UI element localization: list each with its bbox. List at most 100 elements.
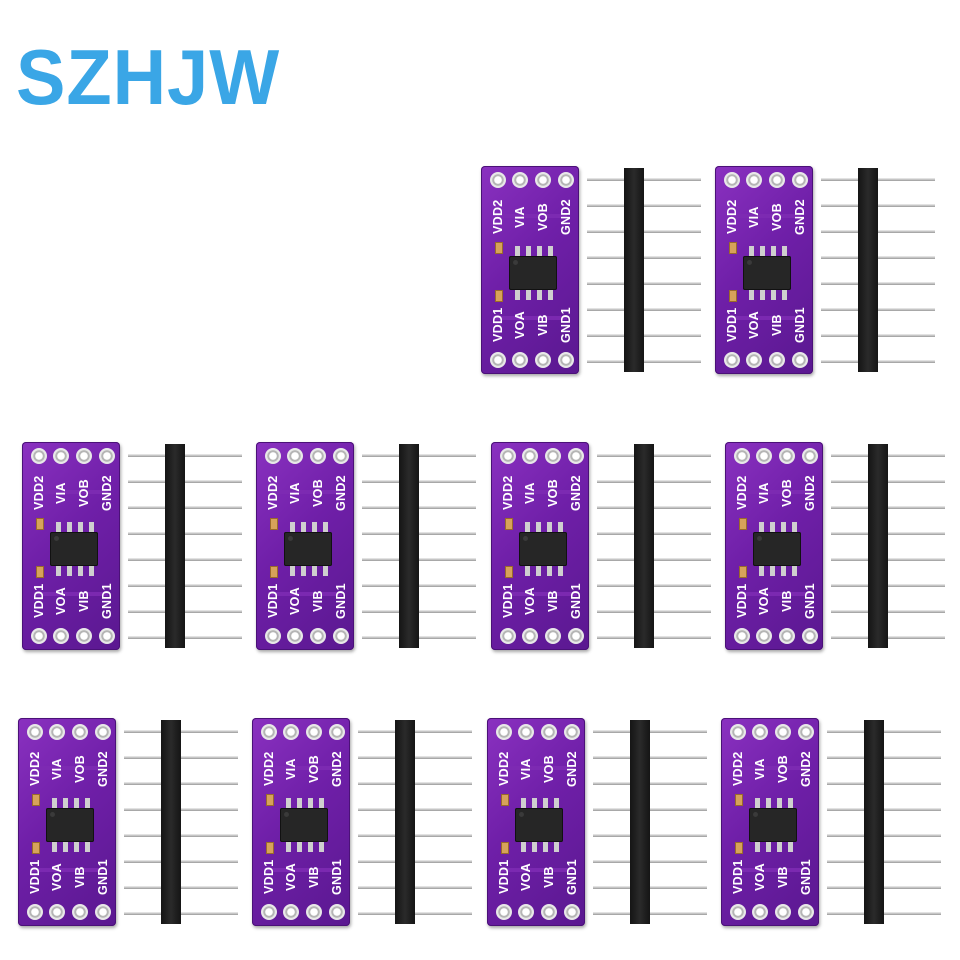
- top-solder-pad: [779, 448, 795, 464]
- header-pin: [362, 454, 476, 457]
- smd-capacitor: [495, 242, 503, 254]
- bottom-pin-label: VDD1: [491, 307, 505, 343]
- header-pin: [128, 480, 242, 483]
- header-pin: [821, 230, 935, 233]
- chip-lead: [755, 798, 760, 808]
- bottom-solder-pad: [496, 904, 512, 920]
- bottom-pin-label: GND1: [565, 859, 579, 895]
- chip-lead: [319, 842, 324, 852]
- header-pin: [827, 730, 941, 733]
- bottom-pin-label: VDD1: [32, 583, 46, 619]
- chip-lead: [521, 798, 526, 808]
- chip-lead: [63, 842, 68, 852]
- top-pin-label: VOB: [311, 479, 325, 507]
- bottom-pin-label: VIB: [770, 314, 784, 336]
- top-solder-pad: [287, 448, 303, 464]
- header-pin: [587, 256, 701, 259]
- chip-lead: [312, 522, 317, 532]
- chip-lead: [297, 842, 302, 852]
- header-pin: [827, 912, 941, 915]
- bottom-pin-label: VOA: [747, 311, 761, 339]
- header-pin: [128, 636, 242, 639]
- top-pin-label: GND2: [334, 475, 348, 511]
- header-pin: [597, 610, 711, 613]
- chip-lead: [782, 246, 787, 256]
- header-pin: [124, 782, 238, 785]
- chip-lead: [788, 798, 793, 808]
- top-solder-pad: [769, 172, 785, 188]
- chip-lead: [297, 798, 302, 808]
- top-pin-label: VDD2: [491, 199, 505, 235]
- chip-lead: [323, 566, 328, 576]
- header-pin: [124, 860, 238, 863]
- header-pin: [827, 756, 941, 759]
- smd-capacitor: [266, 842, 274, 854]
- bottom-pin-label: VDD1: [266, 583, 280, 619]
- top-pin-label: VOB: [542, 755, 556, 783]
- isolator-chip: [280, 808, 328, 842]
- top-solder-pad: [496, 724, 512, 740]
- chip-lead: [308, 842, 313, 852]
- bottom-solder-pad: [76, 628, 92, 644]
- chip-lead: [312, 566, 317, 576]
- chip-lead: [525, 522, 530, 532]
- top-pin-label: VIA: [284, 758, 298, 780]
- header-pin: [124, 730, 238, 733]
- bottom-pin-label: GND1: [793, 307, 807, 343]
- top-pin-label: VDD2: [32, 475, 46, 511]
- top-solder-pad: [522, 448, 538, 464]
- bottom-solder-pad: [558, 352, 574, 368]
- chip-lead: [532, 798, 537, 808]
- header-pin: [128, 532, 242, 535]
- chip-lead: [525, 566, 530, 576]
- chip-lead: [290, 522, 295, 532]
- bottom-solder-pad: [775, 904, 791, 920]
- top-pin-label: VIA: [54, 482, 68, 504]
- chip-lead: [52, 798, 57, 808]
- brand-logo: SZHJW: [16, 33, 281, 121]
- bottom-pin-label: VIB: [780, 590, 794, 612]
- bottom-solder-pad: [95, 904, 111, 920]
- header-pin: [831, 532, 945, 535]
- top-solder-pad: [27, 724, 43, 740]
- header-pin: [358, 730, 472, 733]
- top-solder-pad: [99, 448, 115, 464]
- chip-lead: [781, 522, 786, 532]
- top-pin-label: VOB: [776, 755, 790, 783]
- bottom-solder-pad: [545, 628, 561, 644]
- bottom-pin-label: VDD1: [262, 859, 276, 895]
- header-pin: [128, 558, 242, 561]
- bottom-solder-pad: [730, 904, 746, 920]
- top-solder-pad: [568, 448, 584, 464]
- top-pin-label: VIA: [747, 206, 761, 228]
- top-solder-pad: [265, 448, 281, 464]
- chip-lead: [547, 522, 552, 532]
- chip-lead: [290, 566, 295, 576]
- bottom-pin-label: VOA: [50, 863, 64, 891]
- isolator-chip: [515, 808, 563, 842]
- bottom-solder-pad: [518, 904, 534, 920]
- bottom-solder-pad: [490, 352, 506, 368]
- chip-lead: [526, 290, 531, 300]
- header-pin: [827, 886, 941, 889]
- smd-capacitor: [735, 842, 743, 854]
- top-pin-label: VDD2: [735, 475, 749, 511]
- top-solder-pad: [775, 724, 791, 740]
- chip-lead: [67, 566, 72, 576]
- header-pin: [128, 454, 242, 457]
- smd-capacitor: [32, 842, 40, 854]
- top-solder-pad: [500, 448, 516, 464]
- chip-lead: [56, 566, 61, 576]
- chip-lead: [788, 842, 793, 852]
- pin-header-strip: [868, 444, 888, 648]
- bottom-pin-label: VOA: [523, 587, 537, 615]
- chip-lead: [85, 798, 90, 808]
- bottom-pin-label: VOA: [54, 587, 68, 615]
